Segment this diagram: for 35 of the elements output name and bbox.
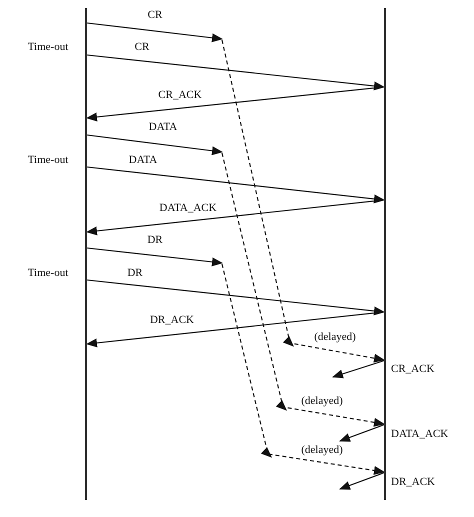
lifeline [85, 8, 87, 500]
edge-label: (delayed) [313, 331, 357, 343]
arrow [86, 199, 384, 236]
arrow [86, 247, 223, 266]
arrow [86, 134, 223, 156]
edge-label: CR [134, 41, 150, 53]
arrow [86, 166, 385, 204]
arrow [86, 54, 385, 90]
edge-label: DR_ACK [390, 476, 436, 488]
dashed-arrow [221, 152, 384, 427]
edge-label: DATA_ACK [158, 202, 218, 214]
arrow [86, 86, 384, 122]
side-label: Time-out [26, 41, 70, 53]
edge-label: (delayed) [300, 395, 344, 407]
side-label: Time-out [26, 267, 70, 279]
dashed-arrow [221, 40, 384, 362]
edge-label: DATA [128, 154, 158, 166]
edge-label: CR_ACK [157, 89, 203, 101]
side-label: Time-out [26, 154, 70, 166]
edge-label: (delayed) [300, 444, 344, 456]
arrow [339, 423, 386, 442]
arrow [332, 359, 386, 378]
arrow [86, 22, 223, 42]
edge-label: DATA [148, 121, 178, 133]
arrow [86, 279, 385, 316]
edge-label: DATA_ACK [390, 428, 450, 440]
edge-label: DR [126, 267, 144, 279]
edge-label: DR_ACK [149, 314, 195, 326]
edge-label: CR_ACK [390, 363, 436, 375]
arrow [86, 311, 384, 348]
edge-label: DR [146, 234, 164, 246]
lifeline [384, 8, 386, 500]
arrow [339, 471, 386, 490]
edge-label: CR [146, 9, 164, 21]
dashed-arrow [221, 264, 384, 475]
